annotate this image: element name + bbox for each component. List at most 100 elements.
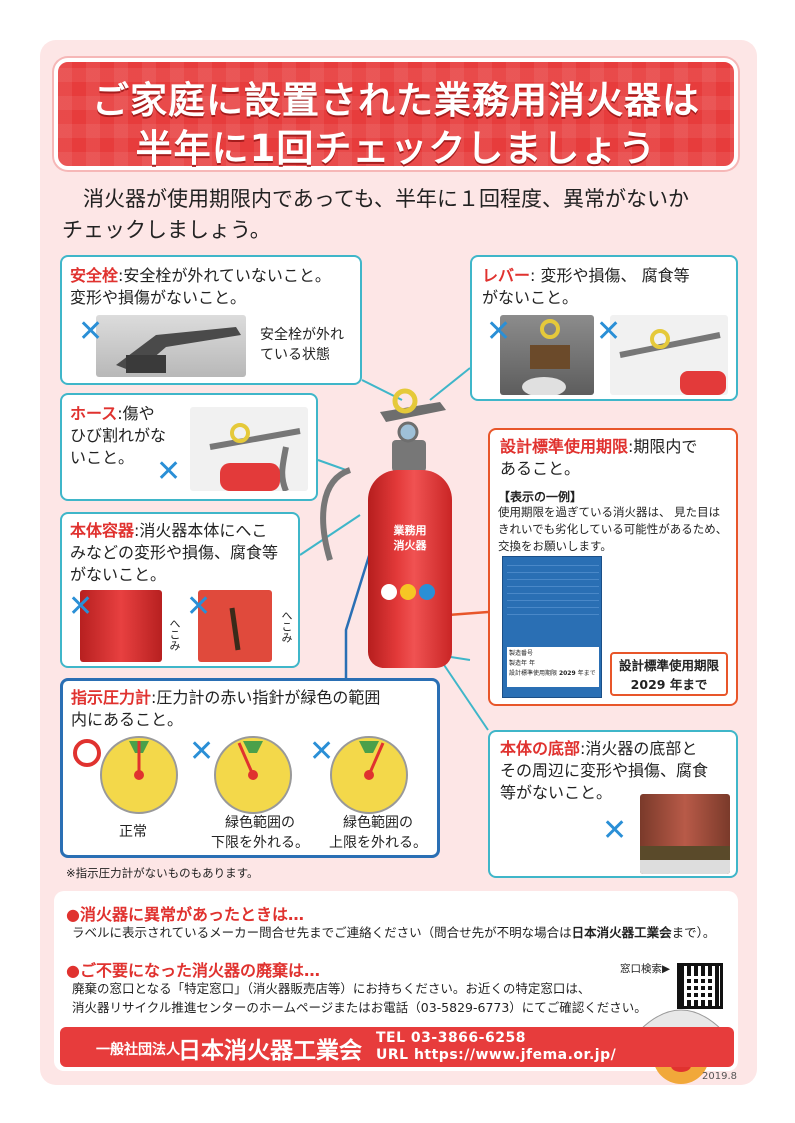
safety-pin-caption2: ている状態	[260, 347, 330, 363]
safety-pin-heading: 安全栓	[70, 266, 119, 285]
intro-line-2: チェックしましょう。	[62, 218, 271, 242]
lever-text1: : 変形や損傷、 腐食等	[530, 266, 690, 285]
gauge-dial-high	[330, 736, 408, 814]
dent-label-2: へこみ	[280, 610, 293, 643]
bottom-part-text3: 等がないこと。	[500, 783, 613, 802]
abnormal-heading: ●消火器に異常があったときは…	[66, 905, 304, 924]
disposal-line2: 消火器リサイクル推進センターのホームページまたはお電話（03-5829-6773…	[72, 1000, 647, 1015]
extinguisher-label-line2: 消火器	[393, 539, 427, 552]
lever-photo-rusty	[500, 315, 594, 395]
extinguisher-label: 業務用 消火器	[383, 523, 437, 553]
hose-text1: :傷や	[117, 404, 155, 423]
abnormal-text: ラベルに表示されているメーカー問合せ先までご連絡ください（問合せ先が不明な場合は…	[72, 923, 715, 942]
label-period-year: 2029	[558, 670, 576, 677]
lever-text2: がないこと。	[482, 288, 579, 307]
example-heading: 【表示の一例】	[498, 490, 583, 504]
safety-pin-caption1: 安全栓が外れ	[260, 327, 344, 343]
body-container-box: 本体容器:消火器本体にへこ みなどの変形や損傷、腐食等 がないこと。 ✕ ✕ へ…	[60, 512, 300, 668]
intro-line-1: 消火器が使用期限内であっても、半年に１回程度、異常がないか	[83, 187, 690, 211]
issue-date: 2019.8	[702, 1071, 737, 1082]
made-number-label: 製造番号	[509, 650, 534, 657]
gauge-low-label1: 緑色範囲の	[225, 815, 295, 831]
ng-mark-icon: ✕	[596, 314, 622, 349]
ng-mark-icon: ✕	[602, 813, 628, 848]
gauge-dials	[100, 736, 408, 814]
body-heading: 本体容器	[70, 521, 135, 540]
ng-mark-icon: ✕	[309, 734, 335, 769]
ng-mark-icon: ✕	[486, 314, 512, 349]
bottom-part-box: 本体の底部:消火器の底部と その周辺に変形や損傷、腐食 等がないこと。 ✕	[488, 730, 738, 878]
abnormal-text-a: ラベルに表示されているメーカー問合せ先までご連絡ください（問合せ先が不明な場合は	[72, 925, 572, 940]
safety-pin-box: 安全栓:安全栓が外れていないこと。 変形や損傷がないこと。 ✕ 安全栓が外れ て…	[60, 255, 362, 385]
bottom-rust-photo	[640, 794, 730, 874]
safety-pin-text1: :安全栓が外れていないこと。	[118, 266, 331, 285]
hose-illustration	[190, 407, 308, 491]
gauge-low-label2: 下限を外れる。	[211, 835, 309, 851]
body-text: 本体容器:消火器本体にへこ みなどの変形や損傷、腐食等 がないこと。	[70, 520, 278, 586]
made-year-label: 製造年	[509, 660, 528, 667]
gauge-high-label: 緑色範囲の 上限を外れる。	[329, 813, 427, 853]
body-text3: がないこと。	[70, 565, 167, 584]
bottom-part-text2: その周辺に変形や損傷、腐食	[500, 761, 709, 780]
org-name: 日本消火器工業会	[178, 1038, 362, 1064]
ok-mark-icon	[73, 739, 101, 767]
ng-mark-icon: ✕	[186, 589, 212, 624]
made-year-unit: 年	[528, 660, 535, 667]
hose-text2: ひび割れがな	[70, 426, 167, 445]
bottom-part-text1: :消火器の底部と	[580, 739, 698, 758]
gauge-text1: :圧力計の赤い指針が緑色の範囲	[151, 688, 381, 707]
title-line-2: 半年に1回チェックしましょう	[135, 127, 657, 170]
design-period-text1: :期限内で	[628, 437, 698, 456]
design-period-note2: きれいでも劣化している可能性があるため、	[498, 522, 728, 536]
extinguisher-icons	[381, 584, 441, 600]
design-period-note: 使用期限を過ぎている消火器は、 見た目は きれいでも劣化している可能性があるため…	[498, 504, 727, 555]
title-banner: ご家庭に設置された業務用消火器は 半年に1回チェックしましょう	[54, 58, 738, 170]
hose-text3: いこと。	[70, 448, 135, 467]
gauge-footnote: ※指示圧力計がないものもあります。	[66, 866, 259, 880]
disposal-heading: ●ご不要になった消火器の廃棄は…	[66, 961, 320, 980]
hose-heading: ホース	[70, 404, 118, 423]
body-text2: みなどの変形や損傷、腐食等	[70, 543, 279, 562]
body-text1: :消火器本体にへこ	[134, 521, 268, 540]
ng-mark-icon: ✕	[156, 454, 182, 489]
lever-heading: レバー	[482, 266, 531, 285]
design-period-box: 設計標準使用期限:期限内で あること。 【表示の一例】 使用期限を過ぎている消火…	[488, 428, 738, 706]
gauge-text: 指示圧力計:圧力計の赤い指針が緑色の範囲 内にあること。	[71, 687, 380, 731]
label-period-suffix: 年まで	[577, 670, 596, 677]
qr-code-icon[interactable]	[677, 963, 723, 1009]
callout-line1: 設計標準使用期限	[618, 658, 719, 673]
bottom-part-text: 本体の底部:消火器の底部と その周辺に変形や損傷、腐食 等がないこと。	[500, 738, 708, 804]
design-period-text: 設計標準使用期限:期限内で あること。	[500, 436, 697, 480]
fire-class-a-icon	[381, 584, 397, 600]
extinguisher-body	[368, 470, 452, 668]
footer-tel: TEL 03-3866-6258	[376, 1030, 526, 1046]
pressure-gauge-box: 指示圧力計:圧力計の赤い指針が緑色の範囲 内にあること。 ✕ ✕ 正常 緑色範囲…	[60, 678, 440, 858]
lever-illustration-bent	[610, 315, 728, 395]
disposal-text: 廃棄の窓口となる「特定窓口」（消火器販売店等）にお持ちください。お近くの特定窓口…	[72, 979, 647, 1017]
callout-line2: 2029 年まで	[630, 677, 708, 692]
gauge-high-label2: 上限を外れる。	[329, 835, 427, 851]
dent-label-1: へこみ	[168, 618, 181, 651]
gauge-dial-low	[214, 736, 292, 814]
gauge-text2: 内にあること。	[71, 710, 184, 729]
design-period-note1: 使用期限を過ぎている消火器は、 見た目は	[498, 505, 721, 519]
intro-text: 消火器が使用期限内であっても、半年に１回程度、異常がないか チェックしましょう。	[62, 184, 742, 246]
window-search-link[interactable]: 窓口検索▶	[620, 963, 671, 975]
safety-pin-text2: 変形や損傷がないこと。	[70, 288, 247, 307]
abnormal-text-c: まで）。	[671, 925, 716, 940]
body-dent-photo-1	[80, 590, 162, 662]
gauge-ok-label: 正常	[119, 824, 147, 840]
design-period-text2: あること。	[500, 459, 581, 478]
lever-text: レバー: 変形や損傷、 腐食等 がないこと。	[482, 265, 690, 309]
design-period-heading: 設計標準使用期限	[500, 437, 629, 456]
fire-class-c-icon	[419, 584, 435, 600]
label-period-row: 設計標準使用期限	[509, 670, 558, 677]
ng-mark-icon: ✕	[68, 589, 94, 624]
ng-mark-icon: ✕	[189, 734, 215, 769]
hose-text: ホース:傷や ひび割れがな いこと。	[70, 403, 166, 469]
footer-url[interactable]: URL https://www.jfema.or.jp/	[376, 1047, 617, 1063]
gauge-dial-normal	[100, 736, 178, 814]
bottom-part-heading: 本体の底部	[500, 739, 581, 758]
safety-pin-photo	[96, 315, 246, 377]
